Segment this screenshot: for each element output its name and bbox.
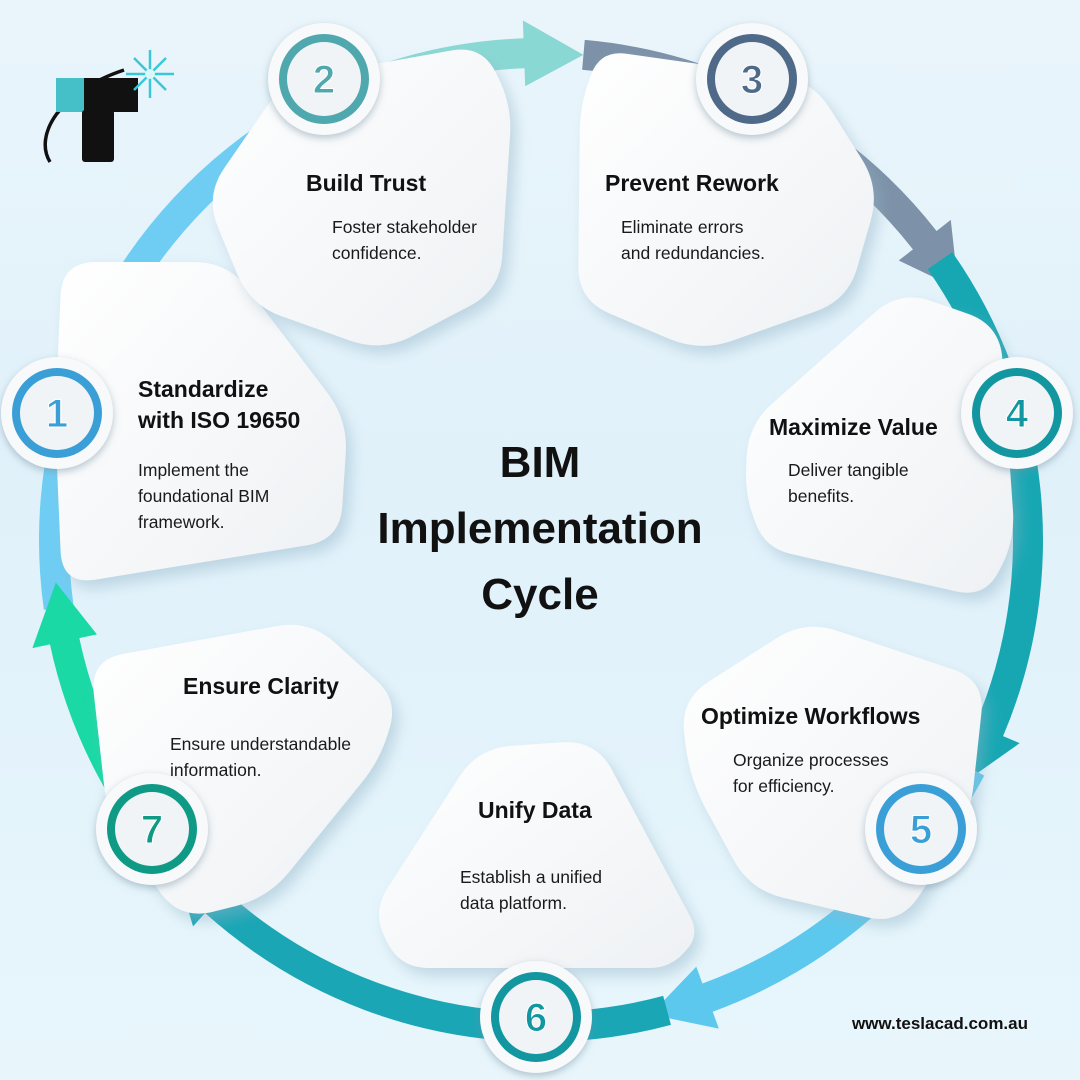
step-1-description: Implement the foundational BIM framework…	[138, 460, 270, 532]
title-line: BIM	[499, 438, 581, 487]
step-7-badge: 7	[96, 773, 208, 885]
step-number: 2	[313, 58, 335, 102]
step-5-badge: 5	[865, 773, 977, 885]
step-6-description: Establish a unified data platform.	[460, 867, 603, 913]
step-4-card	[745, 297, 1014, 593]
step-6-title: Unify Data	[478, 797, 592, 823]
step-1-card	[55, 262, 346, 581]
step-3-description: Eliminate errors and redundancies.	[621, 217, 765, 263]
title-line: Implementation	[377, 504, 703, 553]
step-3-title: Prevent Rework	[605, 170, 779, 196]
title-line: Cycle	[481, 570, 599, 619]
diagram-title: BIM Implementation Cycle	[330, 430, 750, 628]
step-4-badge: 4	[961, 357, 1073, 469]
step-2-badge: 2	[268, 23, 380, 135]
teslacad-logo	[43, 50, 174, 163]
step-4-title: Maximize Value	[769, 414, 938, 440]
step-6-badge: 6	[480, 961, 592, 1073]
step-2-card	[212, 49, 511, 346]
step-1-badge: 1	[1, 357, 113, 469]
step-6-card	[378, 742, 695, 968]
step-2-description: Foster stakeholder confidence.	[332, 217, 477, 263]
step-3-badge: 3	[696, 23, 808, 135]
step-number: 1	[46, 392, 68, 436]
step-5-description: Organize processes for efficiency.	[733, 750, 889, 796]
step-number: 4	[1006, 392, 1029, 436]
step-number: 3	[741, 58, 763, 102]
step-7-title: Ensure Clarity	[183, 673, 339, 699]
step-number: 7	[141, 808, 163, 852]
website-url[interactable]: www.teslacad.com.au	[851, 1014, 1028, 1033]
step-number: 6	[525, 996, 547, 1040]
step-4-description: Deliver tangible benefits.	[788, 460, 909, 506]
step-1-title: Standardize with ISO 19650	[138, 376, 301, 433]
step-5-title: Optimize Workflows	[701, 703, 921, 729]
step-7-description: Ensure understandable information.	[170, 734, 351, 780]
step-2-title: Build Trust	[306, 170, 427, 196]
step-number: 5	[910, 808, 932, 852]
step-3-card	[578, 53, 874, 346]
cycle-arrow-segment	[32, 582, 202, 889]
